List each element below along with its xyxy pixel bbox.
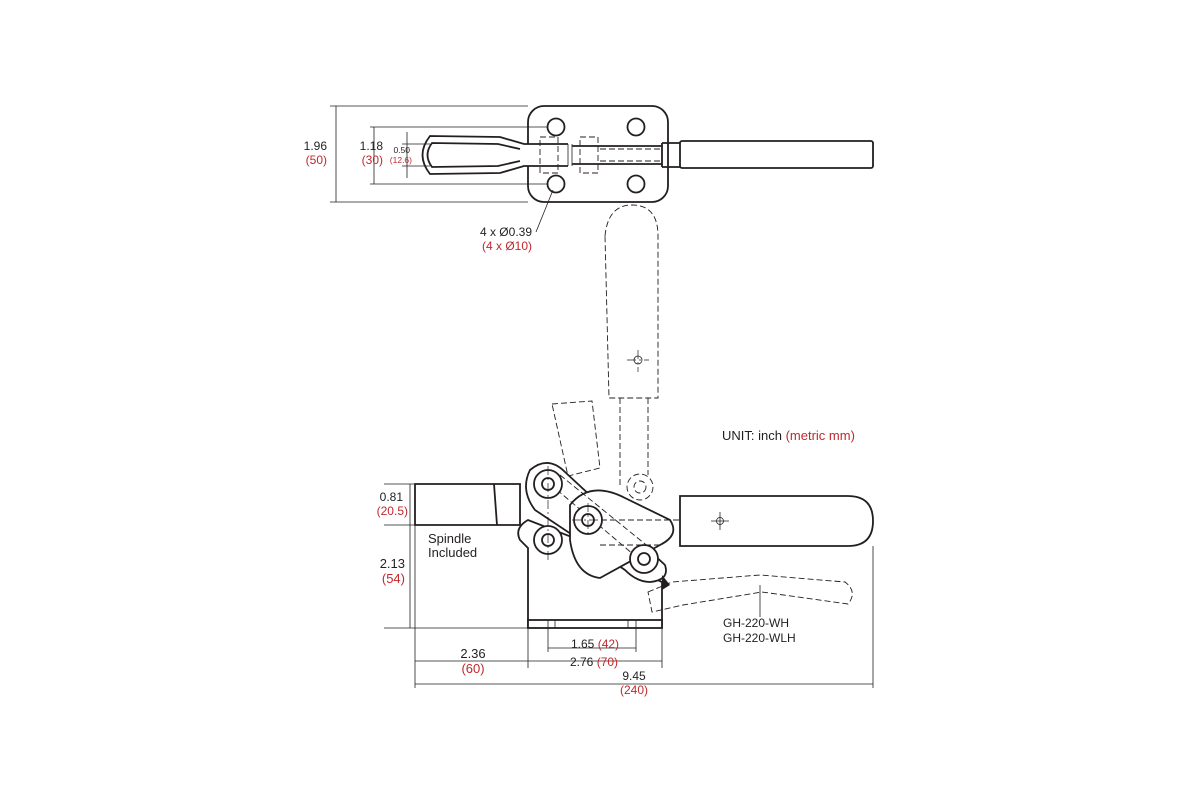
dim-slot-width-inch: 0.50 (393, 145, 410, 155)
pivot-pin (629, 544, 659, 574)
hole-callout-mm: (4 x Ø10) (482, 239, 532, 253)
phantom-clamp-arm (551, 400, 601, 477)
dim-spindle-height-mm: (20.5) (377, 504, 408, 518)
top-view-arm-slot (426, 142, 521, 168)
dim-spindle-height-inch: 0.81 (380, 490, 404, 504)
alternate-handle-phantom (647, 574, 853, 613)
top-view-linkage (579, 136, 599, 174)
dim-overall-height-inch: 1.96 (304, 139, 328, 153)
dim-base-length-inch: 2.76 (570, 655, 594, 669)
stop-wedge (662, 575, 670, 590)
phantom-pivot (633, 355, 643, 365)
side-view-arm-step (493, 483, 498, 526)
dim-overall-length-inch: 9.45 (622, 669, 646, 683)
side-view-handle-grip (679, 495, 874, 547)
phantom-pivot-circle (633, 480, 647, 494)
dim-overall-height-mm: (50) (306, 153, 327, 167)
hole-callout-inch: 4 x Ø0.39 (480, 225, 532, 239)
top-view-linkage (539, 136, 559, 174)
spindle-note-line: Included (428, 545, 477, 560)
dim-spindle-reach-mm: (60) (461, 661, 484, 676)
top-view: 1.96 (50) 1.18 (30) 0.50 (12.6) 4 x Ø0.3… (304, 105, 874, 253)
side-view-clamp-arm (414, 483, 521, 526)
side-view: GH-220-WH GH-220-WLH Spindle Included 0.… (377, 462, 874, 697)
mounting-hole (626, 174, 646, 194)
handle-center-mark (716, 517, 724, 525)
dim-hole-pitch: 1.65 (42) (571, 637, 619, 651)
mounting-hole (626, 117, 646, 137)
dim-overall-length-mm: (240) (620, 683, 648, 697)
top-view-handle-grip (679, 140, 874, 169)
dim-hole-spacing-mm: (30) (362, 153, 383, 167)
pivot-pin (637, 552, 651, 566)
dim-hole-pitch-inch: 1.65 (571, 637, 595, 651)
dim-slot-width-mm: (12.6) (390, 155, 412, 165)
phantom-handle (604, 204, 659, 399)
top-view-handle-neck (572, 142, 680, 168)
unit-note: UNIT: inch (metric mm) (722, 428, 855, 443)
dim-base-length: 2.76 (70) (570, 655, 618, 669)
dim-base-height-inch: 2.13 (380, 556, 405, 571)
dim-base-height-mm: (54) (382, 571, 405, 586)
top-view-clamp-arm (421, 135, 568, 175)
unit-note-metric: (metric mm) (786, 428, 855, 443)
unit-note-prefix: UNIT: inch (722, 428, 786, 443)
dim-spindle-reach-inch: 2.36 (460, 646, 485, 661)
open-position-phantom (551, 204, 659, 501)
phantom-pivot-circle (626, 473, 654, 501)
model-label: GH-220-WH (723, 616, 789, 630)
dim-hole-spacing-inch: 1.18 (360, 139, 384, 153)
hole-callout-leader (535, 189, 554, 233)
model-label: GH-220-WLH (723, 631, 796, 645)
phantom-handle-neck (619, 398, 649, 485)
side-view-base (527, 619, 663, 629)
dim-base-length-mm: (70) (597, 655, 618, 669)
spindle-note-line: Spindle (428, 531, 471, 546)
dim-hole-pitch-mm: (42) (598, 637, 619, 651)
